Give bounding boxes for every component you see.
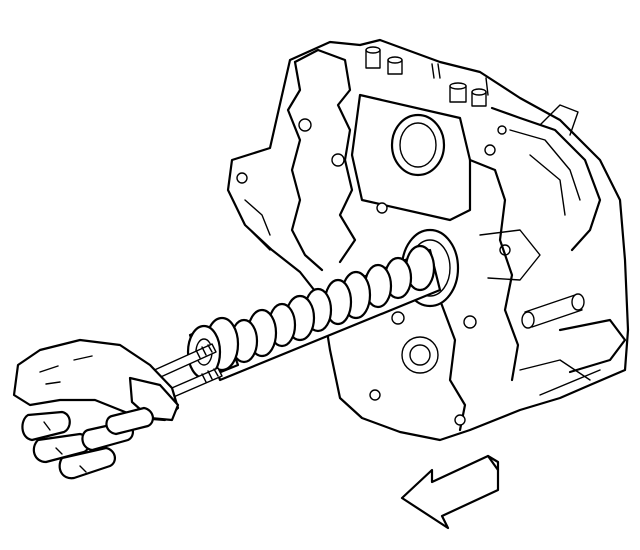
camshaft <box>186 244 442 382</box>
locating-pin <box>521 293 585 329</box>
direction-arrow-icon <box>400 454 500 530</box>
technician-hand <box>12 338 180 480</box>
engine-block <box>226 38 630 442</box>
top-bolt-row <box>365 46 489 107</box>
